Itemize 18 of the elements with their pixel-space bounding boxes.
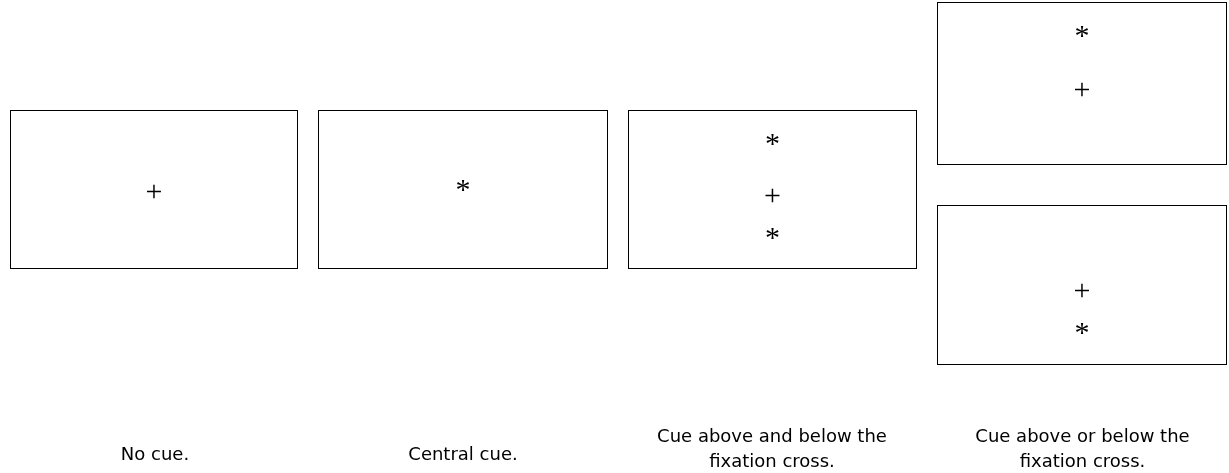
caption: Cue above and below the fixation cross. bbox=[656, 424, 888, 473]
cue-asterisk: * bbox=[455, 174, 471, 204]
caption: No cue. bbox=[119, 442, 191, 466]
display-box bbox=[937, 205, 1227, 365]
fixation-cross: + bbox=[1073, 74, 1091, 104]
display-box bbox=[10, 110, 298, 269]
cue-asterisk: * bbox=[1074, 20, 1090, 50]
display-box bbox=[628, 110, 917, 269]
display-box bbox=[937, 2, 1227, 165]
caption: Central cue. bbox=[407, 442, 519, 466]
caption: Cue above or below the fixation cross. bbox=[974, 424, 1191, 473]
cue-asterisk: * bbox=[1074, 317, 1090, 347]
fixation-cross: + bbox=[145, 176, 163, 206]
cue-asterisk: * bbox=[765, 128, 780, 158]
display-box bbox=[318, 110, 608, 269]
cue-asterisk: * bbox=[765, 222, 780, 252]
fixation-cross: + bbox=[764, 180, 781, 210]
fixation-cross: + bbox=[1073, 275, 1091, 305]
